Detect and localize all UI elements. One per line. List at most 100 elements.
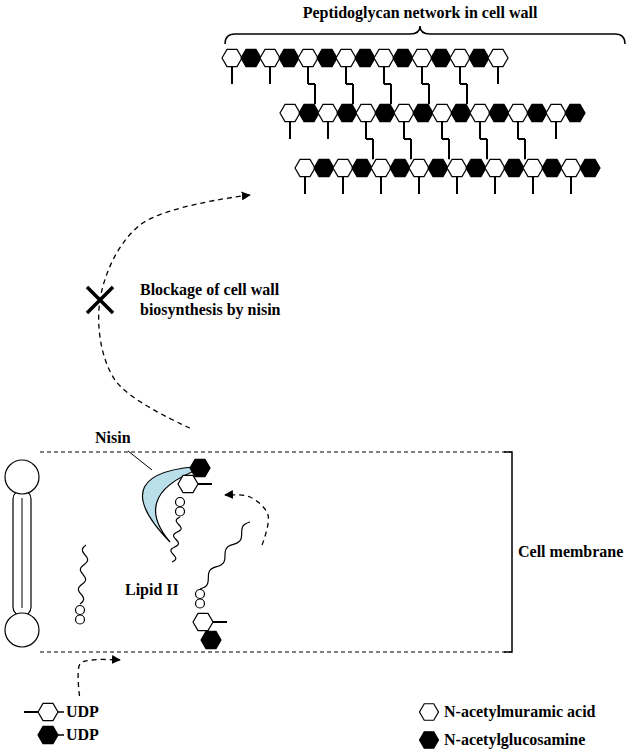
nag-hexagon bbox=[451, 104, 471, 121]
cross-link bbox=[428, 84, 430, 104]
nam-hexagon bbox=[470, 104, 490, 121]
nag-hexagon bbox=[355, 49, 375, 66]
nag-hexagon bbox=[279, 49, 299, 66]
nam-hexagon bbox=[178, 475, 198, 492]
nam-hexagon bbox=[193, 613, 213, 630]
nam-hexagon bbox=[485, 159, 505, 176]
peptide-stem bbox=[289, 122, 291, 139]
edge-label: Blockage of cell wall biosynthesis by ni… bbox=[140, 280, 322, 320]
peptide-stem bbox=[327, 122, 329, 139]
legend-label: N-acetylmuramic acid bbox=[444, 702, 596, 721]
nam-hexagon bbox=[333, 159, 353, 176]
nag-hexagon bbox=[489, 104, 509, 121]
cross-link bbox=[390, 84, 392, 104]
nag-hexagon bbox=[317, 49, 337, 66]
lipid-group: Lipid II bbox=[120, 545, 270, 665]
cross-link bbox=[366, 138, 373, 140]
cross-link bbox=[466, 84, 468, 104]
nisin-group: Nisin bbox=[95, 428, 225, 543]
nag-hexagon bbox=[466, 159, 486, 176]
cross-link bbox=[384, 83, 391, 85]
peptide-stem bbox=[421, 67, 423, 84]
nam-hexagon bbox=[318, 104, 338, 121]
lipid-tail bbox=[78, 545, 87, 604]
cross-link bbox=[518, 138, 525, 140]
cross-link bbox=[524, 139, 526, 159]
dashed-arrow bbox=[225, 495, 268, 545]
nag-hexagon bbox=[565, 104, 585, 121]
carrier-lipid bbox=[76, 545, 88, 624]
cross-link bbox=[352, 84, 354, 104]
nam-hexagon bbox=[412, 49, 432, 66]
phosphate-circle bbox=[196, 590, 205, 599]
nag-hexagon bbox=[431, 49, 451, 66]
cross-link bbox=[422, 83, 429, 85]
nam-hexagon bbox=[394, 104, 414, 121]
peptide-stem bbox=[532, 177, 534, 194]
peptide-stem bbox=[441, 122, 443, 139]
peptide-stem bbox=[403, 122, 405, 139]
nag-hexagon bbox=[469, 49, 489, 66]
nag-hexagon bbox=[413, 104, 433, 121]
node-label: Peptidoglycan network in cell wall bbox=[303, 3, 538, 22]
node-label: UDP bbox=[66, 725, 99, 744]
peptide-stem bbox=[365, 122, 367, 139]
nam-hexagon bbox=[38, 703, 58, 720]
nag-hexagon bbox=[38, 726, 58, 743]
nag-hexagon bbox=[337, 104, 357, 121]
nam-hexagon bbox=[371, 159, 391, 176]
phosphate-circle bbox=[76, 615, 85, 624]
nam-hexagon bbox=[447, 159, 467, 176]
legend-hexagon bbox=[420, 704, 439, 720]
phosphate-circle bbox=[176, 498, 185, 507]
legend-label: N-acetylglucosamine bbox=[444, 730, 585, 749]
peptide-stem bbox=[24, 711, 38, 713]
legend-swatch bbox=[418, 701, 440, 723]
peptide-stem bbox=[418, 177, 420, 194]
nam-hexagon bbox=[356, 104, 376, 121]
nam-hexagon bbox=[222, 49, 242, 66]
nag-hexagon bbox=[542, 159, 562, 176]
udp-bond bbox=[58, 711, 64, 713]
lipid-ii bbox=[193, 522, 250, 649]
nag-hexagon bbox=[241, 49, 261, 66]
nag-hexagon bbox=[504, 159, 524, 176]
nam-hexagon bbox=[450, 49, 470, 66]
nag-hexagon bbox=[428, 159, 448, 176]
cross-link bbox=[460, 83, 467, 85]
lipid-tail bbox=[171, 517, 181, 562]
nag-hexagon bbox=[314, 159, 334, 176]
nag-hexagon bbox=[580, 159, 600, 176]
udp-bond bbox=[58, 734, 64, 736]
peptide-stem bbox=[456, 177, 458, 194]
cross-link bbox=[372, 139, 374, 159]
nag-hexagon bbox=[393, 49, 413, 66]
precursor-group: UDP UDP bbox=[30, 696, 120, 750]
phospholipid bbox=[5, 460, 39, 647]
membrane-edge bbox=[40, 451, 512, 452]
peptide-stem bbox=[213, 621, 227, 623]
lipid-tail bbox=[200, 522, 250, 589]
nam-hexagon bbox=[561, 159, 581, 176]
peptide-stem bbox=[570, 177, 572, 194]
peptide-stem bbox=[383, 67, 385, 84]
udp-precursor bbox=[24, 703, 64, 743]
peptide-stem bbox=[555, 122, 557, 139]
peptide-stem bbox=[479, 122, 481, 139]
phosphate-circle bbox=[176, 507, 185, 516]
node-label: Lipid II bbox=[125, 580, 179, 599]
phospholipid-tail-split bbox=[22, 498, 23, 608]
nag-hexagon bbox=[390, 159, 410, 176]
phospholipid-head bbox=[5, 613, 39, 647]
membrane-edge bbox=[40, 651, 512, 652]
cross-link bbox=[410, 139, 412, 159]
cross-link bbox=[480, 138, 487, 140]
node-label: UDP bbox=[66, 702, 99, 721]
legend-hexagon bbox=[420, 732, 439, 748]
nag-hexagon bbox=[299, 104, 319, 121]
node-label: Cell membrane bbox=[518, 542, 623, 561]
legend-entry: N-acetylglucosamine bbox=[418, 729, 623, 751]
